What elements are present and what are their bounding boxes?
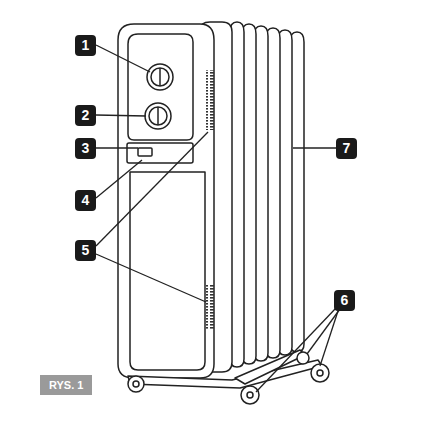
callout-number: 5	[75, 240, 96, 261]
callout-number: 7	[336, 138, 357, 159]
callout-number: 1	[75, 35, 96, 56]
figure-label: RYS. 1	[40, 375, 92, 395]
callout-number: 4	[75, 190, 96, 211]
callout-number: 3	[75, 138, 96, 159]
callout-number: 2	[75, 105, 96, 126]
callout-number: 6	[334, 290, 355, 311]
